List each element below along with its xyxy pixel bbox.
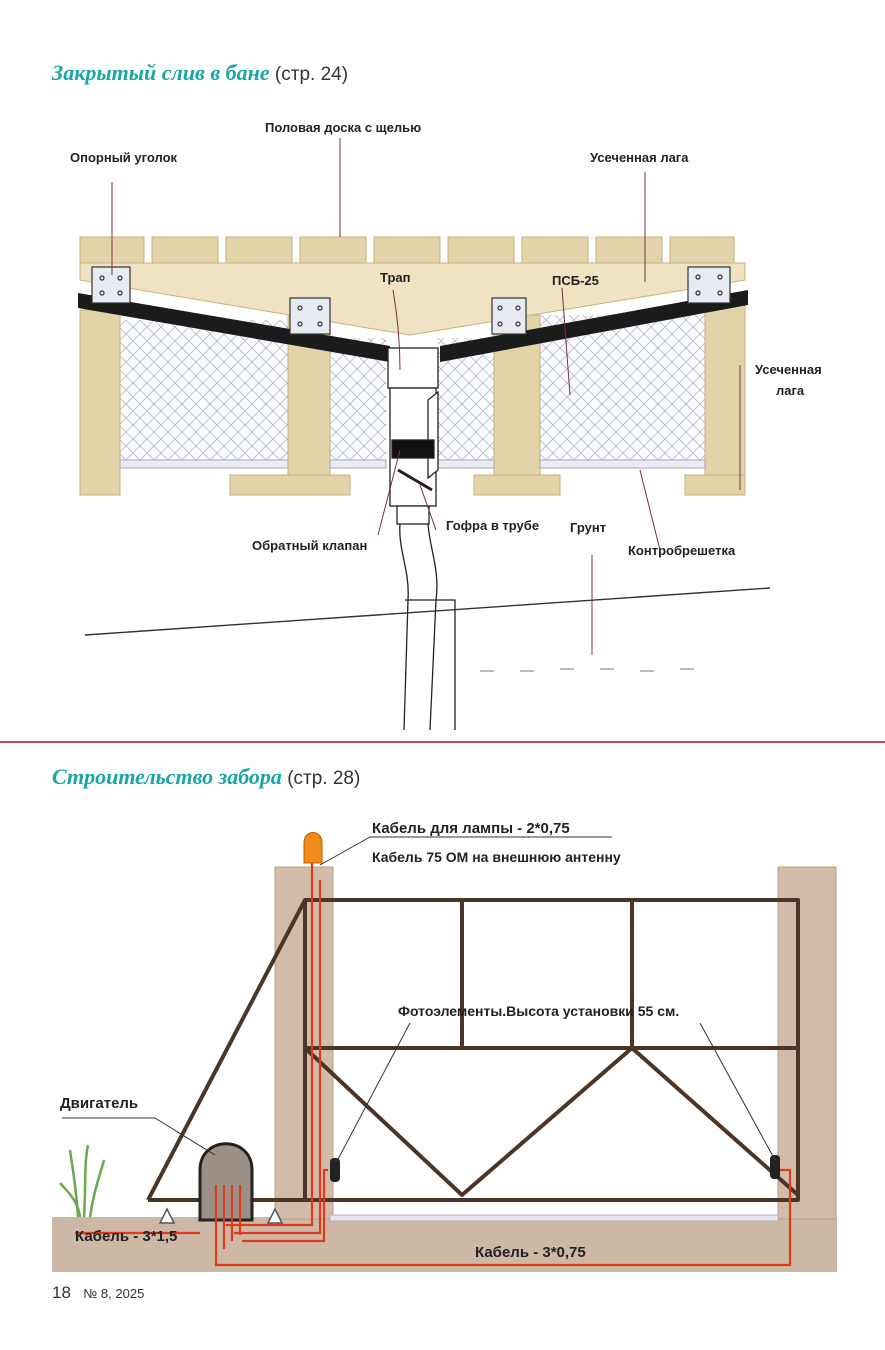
- sliding-gate-diagram: Кабель для лампы - 2*0,75 Кабель 75 ОМ н…: [52, 820, 837, 1272]
- label-soil: Грунт: [570, 520, 606, 535]
- label-cable-signal: Кабель - 3*0,75: [475, 1244, 586, 1261]
- drain-trap: [387, 347, 456, 730]
- label-psb: ПСБ-25: [552, 273, 599, 288]
- leader-lines: [111, 138, 741, 655]
- label-counter-lath: Контробрешетка: [628, 543, 736, 558]
- label-motor: Двигатель: [60, 1095, 138, 1112]
- soil-dashes: [480, 668, 694, 672]
- label-cut-joist-side-2: лага: [776, 383, 805, 398]
- photocell-left: [330, 1158, 340, 1182]
- label-drain: Трап: [380, 270, 410, 285]
- leader-lines: [62, 836, 776, 1164]
- label-cut-joist-side-1: Усеченная: [755, 362, 822, 377]
- gate-rollers: [158, 1207, 284, 1224]
- label-floor-board: Половая доска с щелью: [265, 120, 421, 135]
- label-cut-joist-top: Усеченная лага: [590, 150, 689, 165]
- section-title: Закрытый слив в бане: [52, 60, 270, 85]
- label-antenna-cable: Кабель 75 ОМ на внешнюю антенну: [372, 849, 621, 865]
- bottom-rail: [329, 1214, 779, 1222]
- right-post: [777, 866, 837, 1220]
- label-check-valve: Обратный клапан: [252, 538, 367, 553]
- gate-frame: [146, 898, 800, 1202]
- page-number: 18: [52, 1283, 71, 1302]
- page-reference: (стр. 28): [287, 768, 361, 789]
- label-lamp-cable: Кабель для лампы - 2*0,75: [372, 820, 570, 837]
- photocell-right: [770, 1155, 780, 1179]
- section-divider: [0, 741, 885, 743]
- counter-lath: [119, 459, 706, 469]
- ground-line: [84, 587, 771, 636]
- section-title: Строительство забора: [52, 764, 282, 789]
- motor: [198, 1142, 254, 1222]
- waterproof-layer-right: [440, 290, 748, 362]
- label-photocells: Фотоэлементы.Высота установки 55 см.: [398, 1003, 679, 1019]
- sauna-drain-diagram: Опорный уголок Половая доска с щелью Усе…: [70, 120, 822, 730]
- label-corrugated-pipe: Гофра в трубе: [446, 518, 539, 533]
- section-heading-fence: Строительство забора (стр. 28): [52, 764, 360, 790]
- label-support-corner: Опорный уголок: [70, 150, 178, 165]
- waterproof-layer: [78, 293, 390, 362]
- page-footer: 18 № 8, 2025: [52, 1283, 144, 1303]
- ground-band: [52, 1217, 837, 1272]
- grass: [59, 1144, 106, 1218]
- section-heading-sauna-drain: Закрытый слив в бане (стр. 24): [52, 60, 348, 86]
- support-corners: [91, 266, 731, 335]
- page-reference: (стр. 24): [274, 64, 349, 85]
- issue-label: № 8, 2025: [83, 1286, 145, 1301]
- cut-joist-wedge: [79, 262, 746, 336]
- label-cable-power: Кабель - 3*1,5: [75, 1228, 177, 1245]
- floor-boards: [79, 236, 735, 264]
- cables: [75, 863, 792, 1267]
- signal-lamp: [303, 832, 323, 864]
